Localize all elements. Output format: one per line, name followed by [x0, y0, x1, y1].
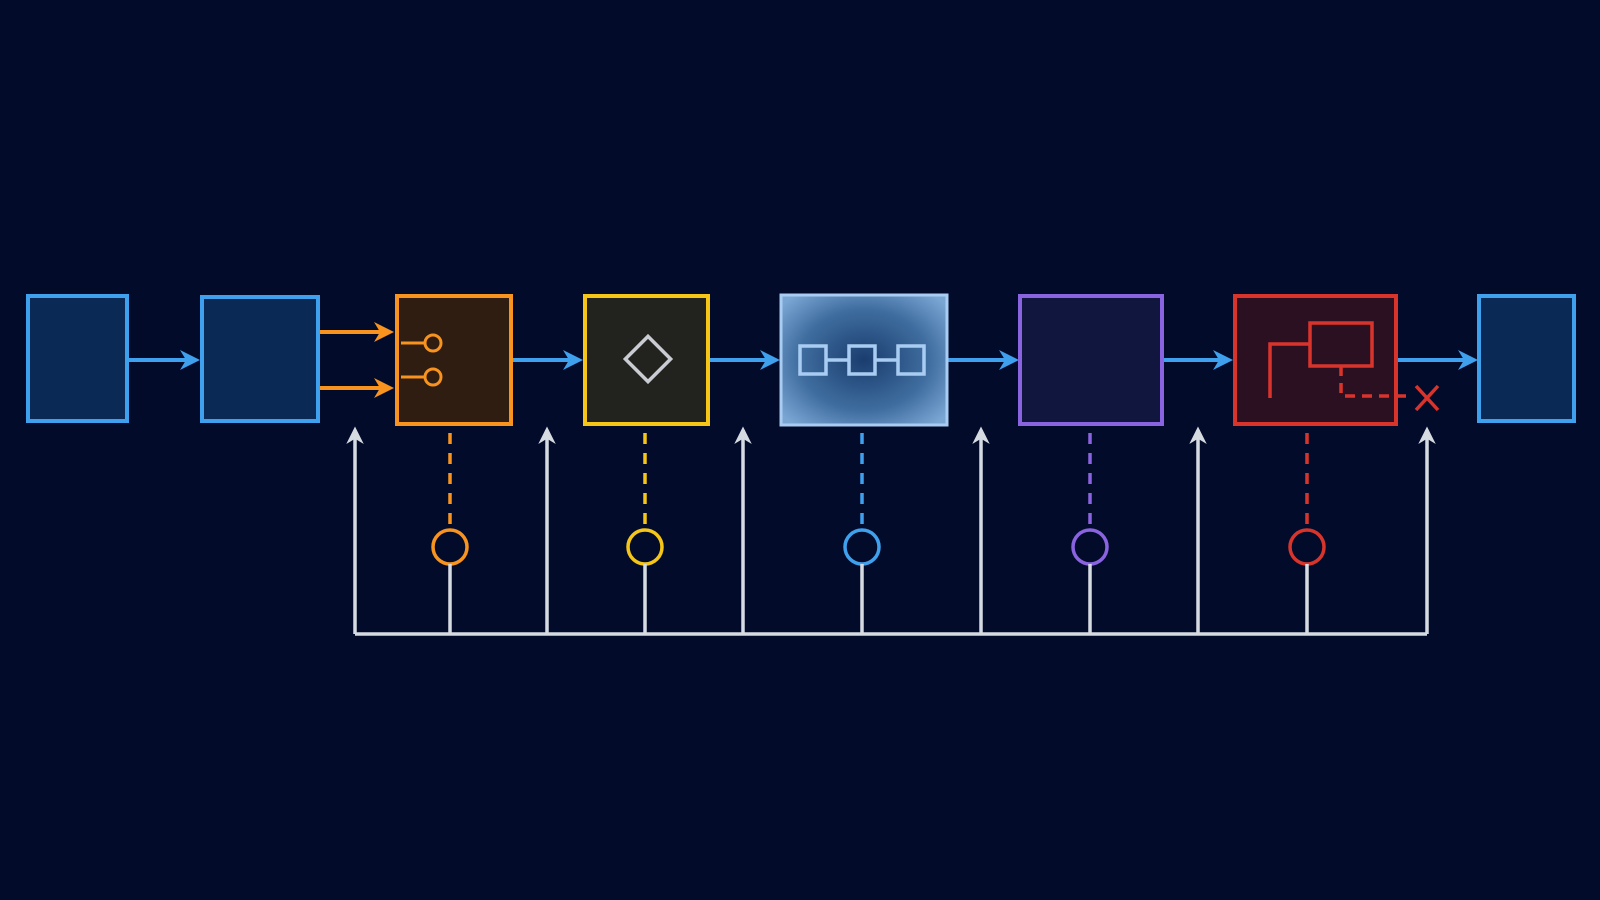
split-block: [395, 294, 513, 426]
taps: [431, 433, 1326, 634]
input-block-1: [26, 294, 129, 423]
feedback-bus: [346, 426, 1436, 636]
yellow-tap-node: [626, 528, 664, 566]
stage-blocks: [26, 293, 1576, 427]
blue-tap-node: [843, 528, 881, 566]
chain-icon: [798, 344, 926, 376]
decision-block: [583, 294, 710, 426]
input-block-2: [200, 295, 320, 423]
diamond-icon: [622, 333, 674, 385]
blue-tap: [843, 433, 881, 634]
empty-block: [1018, 294, 1164, 426]
fork-icon: [401, 333, 443, 387]
fault-block: [1233, 294, 1440, 426]
branch-fault-icon: [1268, 321, 1440, 412]
forward-connectors: [127, 322, 1478, 398]
feedback-arrows: [346, 426, 1436, 634]
yellow-tap: [626, 433, 664, 634]
purple-tap-node: [1071, 528, 1109, 566]
chain-block: [779, 293, 949, 427]
red-tap-node: [1288, 528, 1326, 566]
red-tap: [1288, 433, 1326, 634]
orange-tap: [431, 433, 469, 634]
purple-tap: [1071, 433, 1109, 634]
output-block: [1477, 294, 1576, 423]
orange-tap-node: [431, 528, 469, 566]
